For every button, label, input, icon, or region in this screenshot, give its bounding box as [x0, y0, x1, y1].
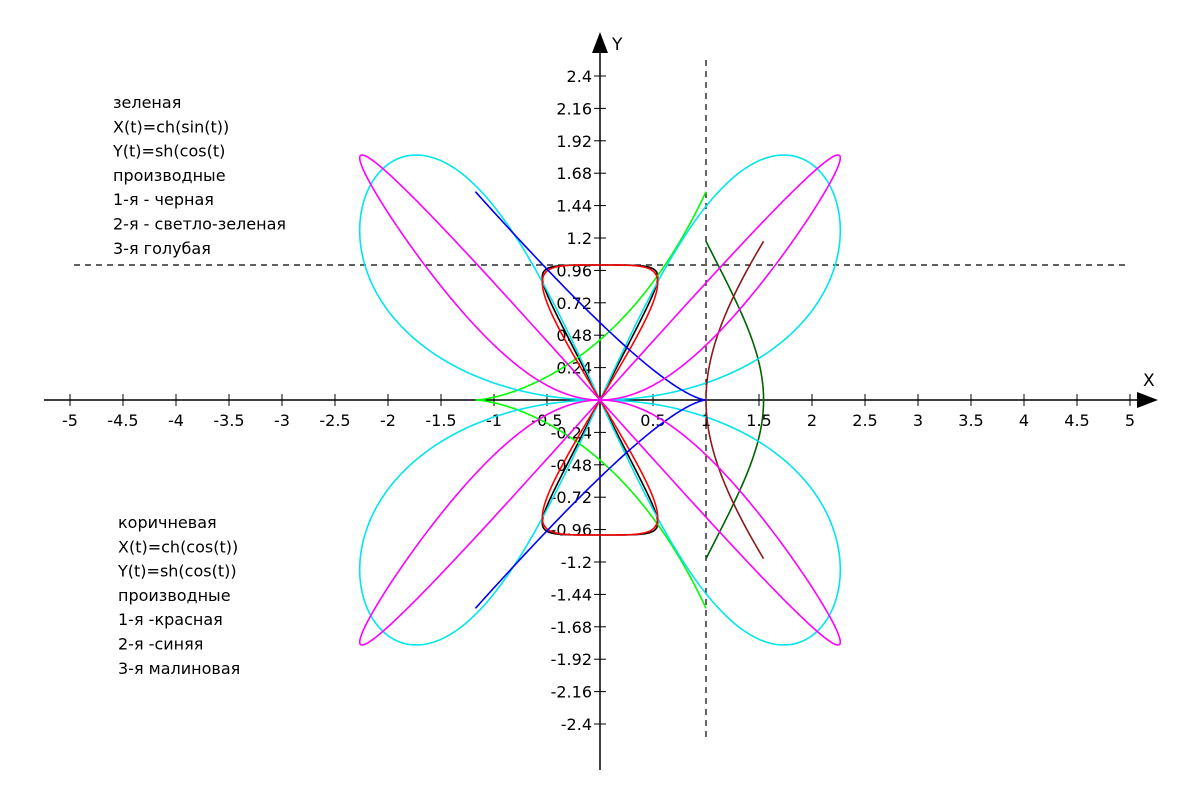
annotation-line: 2-я -синяя [118, 635, 203, 654]
y-tick-label: 1.2 [567, 229, 592, 248]
y-tick-label: 2.16 [556, 99, 592, 118]
annotation-line: 1-я -красная [118, 610, 223, 629]
x-tick-label: -3.5 [213, 411, 244, 430]
y-tick-label: -0.72 [551, 488, 592, 507]
x-tick-label: 3.5 [958, 411, 983, 430]
annotation-line: производные [113, 166, 226, 185]
x-tick-label: -2 [380, 411, 396, 430]
curves [358, 154, 842, 646]
annotation-line: 3-я малиновая [118, 659, 240, 678]
x-tick-label: 4 [1019, 411, 1029, 430]
annotation-line: производные [118, 586, 231, 605]
x-tick-label: 4.5 [1064, 411, 1089, 430]
y-tick-label: 1.44 [556, 197, 592, 216]
x-axis-label: X [1143, 371, 1155, 391]
y-tick-label: -2.16 [551, 683, 592, 702]
x-tick-label: 5 [1125, 411, 1135, 430]
y-tick-label: 0.72 [556, 294, 592, 313]
annotation-line: X(t)=ch(sin(t)) [113, 117, 229, 136]
series-curve-5 [705, 240, 765, 560]
x-axis-arrow-icon [1137, 392, 1158, 408]
x-tick-label: -4.5 [107, 411, 138, 430]
y-tick-label: -1.92 [551, 650, 592, 669]
annotation-line: 3-я голубая [113, 239, 211, 258]
y-tick-label: -0.48 [551, 456, 592, 475]
x-tick-label: -1.5 [425, 411, 456, 430]
y-tick-label: 1.92 [556, 132, 592, 151]
x-tick-label: -2.5 [319, 411, 350, 430]
y-tick-label: 0.48 [556, 326, 592, 345]
annotation-line: 1-я - черная [113, 190, 214, 209]
y-axis-arrow-icon [592, 32, 608, 53]
y-tick-label: 2.4 [567, 67, 592, 86]
y-tick-label: 1.68 [556, 164, 592, 183]
x-tick-label: 2 [807, 411, 817, 430]
annotation-line: зеленая [113, 93, 181, 112]
y-axis-label: Y [611, 35, 623, 55]
annotation-line: Y(t)=sh(cos(t) [112, 142, 225, 161]
y-tick-label: -1.44 [551, 585, 592, 604]
x-tick-label: 3 [913, 411, 923, 430]
annotation-line: X(t)=ch(cos(t)) [118, 537, 238, 556]
x-tick-label: 1.5 [746, 411, 771, 430]
x-tick-label: 1 [701, 411, 711, 430]
series-curve-8 [358, 154, 842, 646]
x-tick-label: -5 [62, 411, 78, 430]
y-tick-label: -2.4 [561, 715, 592, 734]
y-tick-label: -0.96 [551, 521, 592, 540]
x-tick-label: 2.5 [852, 411, 877, 430]
x-tick-label: -4 [168, 411, 184, 430]
annotation-line: коричневая [118, 513, 217, 532]
annotation-line: 2-я - светло-зеленая [113, 215, 286, 234]
series-curve-3 [475, 191, 707, 609]
y-tick-label: -1.2 [561, 553, 592, 572]
series-curve-1 [705, 240, 765, 560]
x-tick-label: -1 [486, 411, 502, 430]
y-tick-label: -1.68 [551, 618, 592, 637]
x-tick-label: -3 [274, 411, 290, 430]
series-curve-7 [474, 191, 706, 609]
annotation-line: Y(t)=sh(cos(t)) [117, 562, 237, 581]
x-tick-label: -0.5 [531, 411, 562, 430]
